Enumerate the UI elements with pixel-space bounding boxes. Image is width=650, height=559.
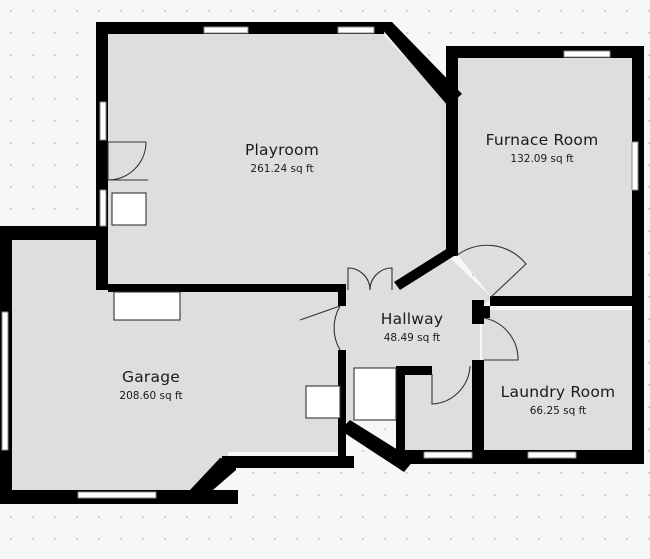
wall — [632, 46, 644, 464]
window — [527, 451, 577, 459]
room-area: 261.24 sq ft — [250, 163, 314, 175]
window — [563, 50, 611, 58]
room-floors — [10, 33, 632, 492]
room-label-playroom: Playroom 261.24 sq ft — [232, 141, 332, 175]
room-area: 132.09 sq ft — [510, 153, 574, 165]
wall — [96, 22, 108, 290]
window — [99, 101, 107, 141]
fixture-box — [111, 192, 147, 226]
room-area: 66.25 sq ft — [529, 405, 587, 417]
room-label-garage: Garage 208.60 sq ft — [101, 368, 201, 402]
fixture-box — [305, 385, 341, 419]
doors — [107, 141, 527, 405]
window — [631, 141, 639, 191]
wall — [394, 248, 454, 290]
playroom-floor — [108, 33, 448, 290]
wall — [338, 290, 346, 306]
window — [337, 26, 375, 34]
door-swing — [107, 141, 148, 181]
room-label-hallway: Hallway 48.49 sq ft — [362, 310, 462, 344]
hallway-floor — [340, 258, 492, 452]
door-swing — [299, 305, 341, 351]
wall — [396, 366, 405, 458]
door-swing — [483, 317, 519, 361]
window — [77, 491, 157, 499]
wall — [338, 350, 346, 456]
fixture-box — [113, 291, 181, 321]
door-swing — [455, 244, 527, 299]
window — [423, 451, 473, 459]
wall — [490, 296, 638, 306]
furnace-room-floor — [458, 58, 632, 298]
wall — [222, 456, 354, 468]
window — [1, 311, 9, 451]
room-name: Laundry Room — [500, 383, 616, 401]
wall — [446, 46, 458, 256]
room-label-laundry-room: Laundry Room 66.25 sq ft — [488, 383, 628, 417]
wall — [472, 360, 484, 464]
wall — [480, 306, 490, 318]
window — [203, 26, 249, 34]
fixture-box — [353, 367, 397, 421]
wall — [472, 300, 484, 324]
room-name: Hallway — [380, 310, 444, 328]
wall — [108, 284, 346, 292]
fixtures — [111, 192, 397, 421]
room-area: 48.49 sq ft — [383, 332, 441, 344]
wall — [0, 226, 108, 240]
window — [99, 189, 107, 227]
room-name: Furnace Room — [485, 131, 599, 149]
door-swing — [431, 365, 471, 405]
room-label-furnace-room: Furnace Room 132.09 sq ft — [472, 131, 612, 165]
wall — [340, 420, 414, 472]
windows — [1, 26, 639, 499]
room-area: 208.60 sq ft — [119, 390, 183, 402]
wall — [376, 22, 462, 106]
wall — [448, 46, 644, 58]
garage-floor — [10, 240, 340, 492]
door-swing — [347, 267, 393, 291]
room-name: Playroom — [244, 141, 320, 159]
room-name: Garage — [122, 368, 180, 386]
laundry-room-floor — [482, 310, 632, 452]
wall — [396, 366, 432, 375]
